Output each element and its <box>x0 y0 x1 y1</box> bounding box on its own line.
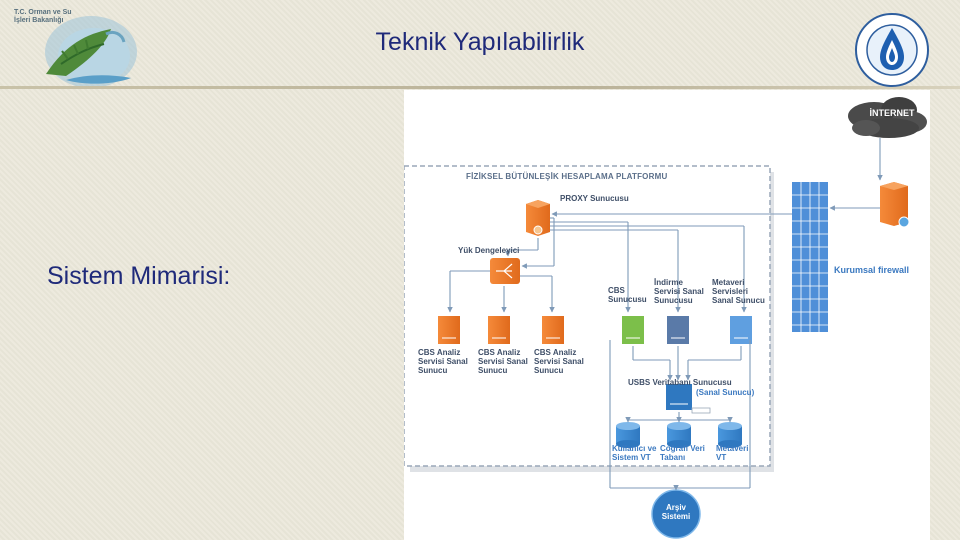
usbs-db-label: USBS Veritabanı Sunucusu <box>628 378 732 387</box>
metaveri-vt-label: Metaveri VT <box>716 444 749 462</box>
architecture-diagram: İNTERNET FİZİKSEL BÜTÜNLEŞİK HESAPLAMA P… <box>404 90 930 540</box>
proxy-label: PROXY Sunucusu <box>560 194 629 203</box>
load-balancer-label: Yük Dengeleyici <box>458 246 520 255</box>
cbs-analiz-server-2-icon <box>488 316 510 344</box>
cografi-vt-db-icon <box>667 422 691 448</box>
kullanici-vt-db-icon <box>616 422 640 448</box>
firewall-icon <box>792 182 828 332</box>
usbs-db-server-icon <box>666 384 692 410</box>
section-label: Sistem Mimarisi: <box>47 262 231 290</box>
firewall-label: Kurumsal firewall <box>834 265 910 275</box>
indirme-server-icon <box>667 316 689 344</box>
usbs-db-sub-label: (Sanal Sunucu) <box>696 388 755 397</box>
kullanici-vt-label: Kullanıcı ve Sistem VT <box>612 444 657 462</box>
cbs-analiz-3-label: CBS Analiz Servisi Sanal Sunucu <box>534 348 584 375</box>
cbs-server-label: CBS Sunucusu <box>608 286 647 304</box>
cbs-analiz-server-3-icon <box>542 316 564 344</box>
directorate-logo <box>854 12 930 88</box>
platform-frame <box>404 165 771 467</box>
load-balancer-icon <box>490 258 520 284</box>
ministry-logo: T.C. Orman ve Su İşleri Bakanlığı <box>6 4 146 90</box>
ministry-name: T.C. Orman ve Su İşleri Bakanlığı <box>14 9 72 24</box>
cbs-analiz-1-label: CBS Analiz Servisi Sanal Sunucu <box>418 348 468 375</box>
water-drop-seal-icon <box>855 13 929 87</box>
metaveri-server-icon <box>730 316 752 344</box>
metaveri-server-label: Metaveri Servisleri Sanal Sunucu <box>712 278 765 305</box>
proxy-server-icon <box>526 200 550 236</box>
slide-title: Teknik Yapılabilirlik <box>375 28 585 56</box>
diagram-graphics <box>404 97 927 539</box>
cografi-vt-label: Coğrafi Veri Tabanı <box>660 444 705 462</box>
internet-cloud-icon <box>848 97 927 138</box>
archive-label: Arşiv Sistemi <box>661 503 691 521</box>
edge-server-icon <box>880 182 910 228</box>
header-divider <box>0 86 960 89</box>
indirme-server-label: İndirme Servisi Sanal Sunucusu <box>654 278 704 305</box>
cbs-analiz-server-1-icon <box>438 316 460 344</box>
metaveri-vt-db-icon <box>718 422 742 448</box>
platform-label: FİZİKSEL BÜTÜNLEŞİK HESAPLAMA PLATFORMU <box>466 172 668 181</box>
internet-label: İNTERNET <box>869 108 915 118</box>
cbs-server-icon <box>622 316 644 344</box>
ministry-emblem-icon <box>45 16 137 88</box>
cbs-analiz-2-label: CBS Analiz Servisi Sanal Sunucu <box>478 348 528 375</box>
